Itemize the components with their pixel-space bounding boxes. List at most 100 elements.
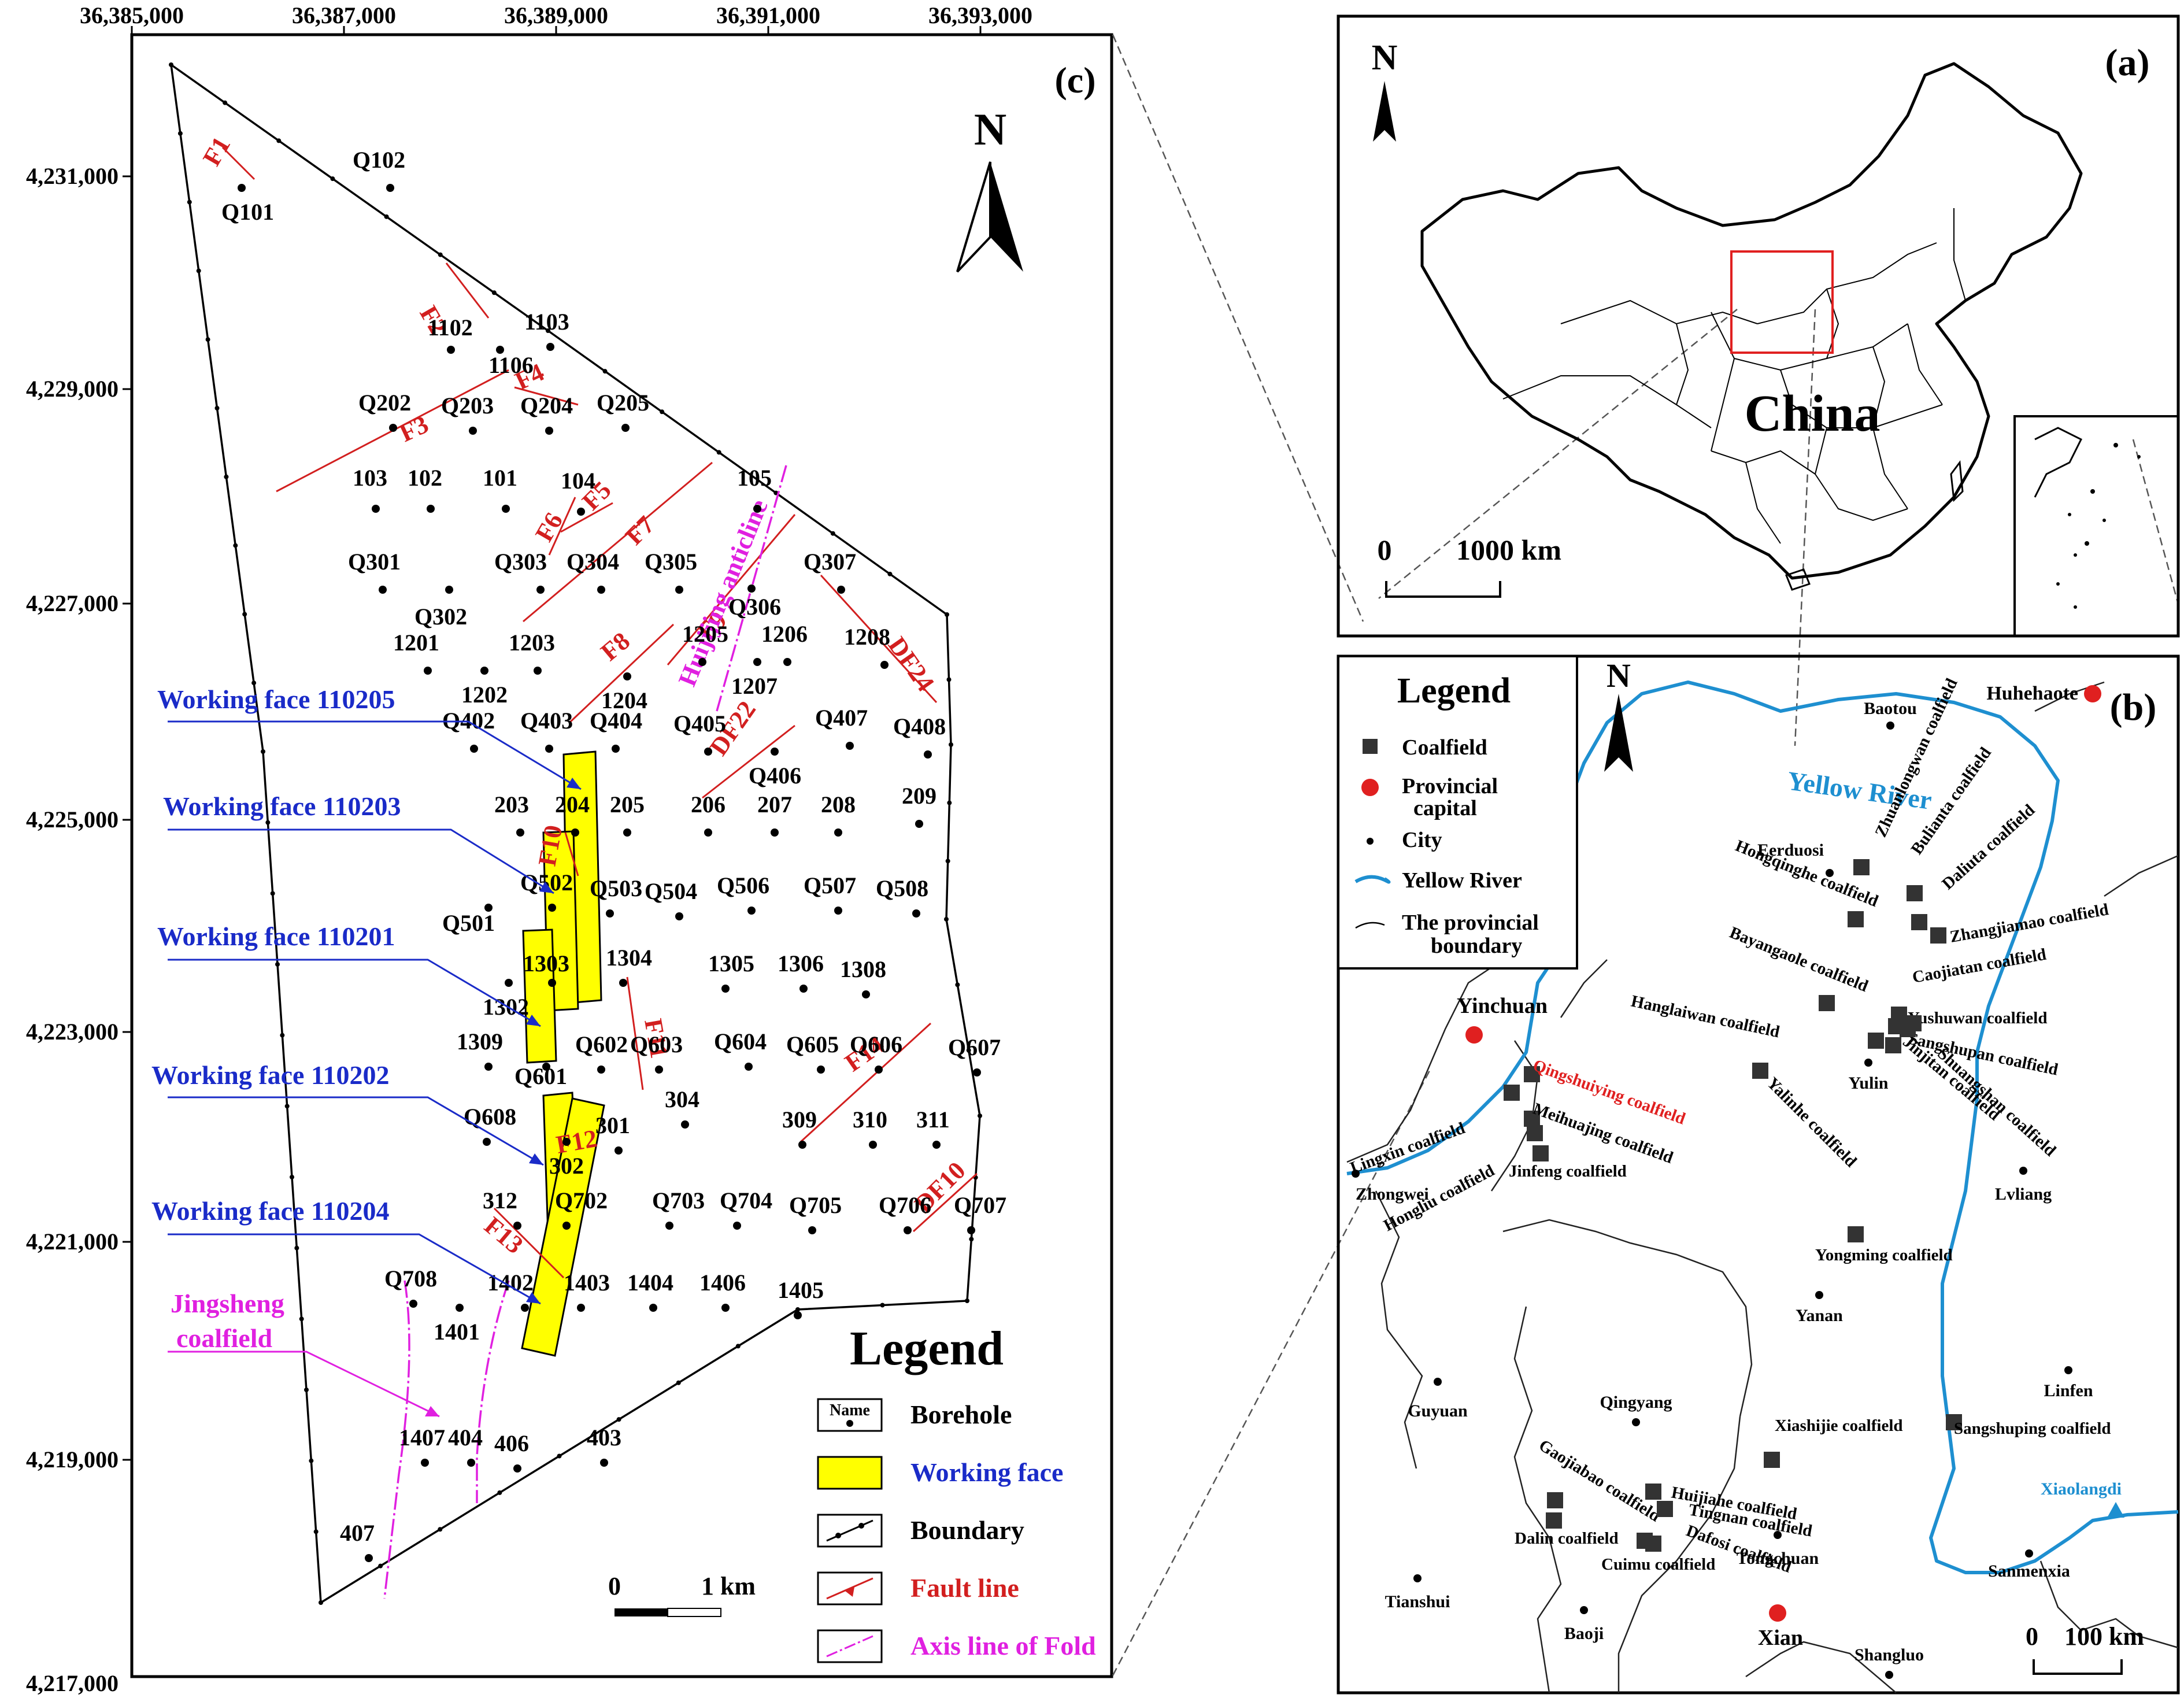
borehole-label: Q508	[876, 875, 928, 901]
boundary-vertex	[969, 1237, 974, 1242]
boundary-vertex	[319, 1600, 323, 1605]
coalfield-marker	[1527, 1125, 1543, 1141]
x-tick-label: 36,385,000	[80, 2, 184, 28]
borehole-label: 1406	[699, 1270, 746, 1296]
panel-a-north-label: N	[1372, 38, 1398, 77]
borehole-point	[799, 985, 808, 993]
borehole-label: Q603	[630, 1031, 683, 1057]
boundary-vertex	[945, 612, 949, 617]
boundary-vertex	[223, 100, 228, 105]
borehole-label: 406	[494, 1430, 529, 1456]
legend-provincial: Provincial	[1402, 774, 1498, 798]
borehole-label: 1204	[601, 687, 647, 713]
y-tick-label: 4,217,000	[26, 1670, 119, 1696]
fault-f10: F10	[533, 823, 568, 868]
fault-f13: F13	[479, 1211, 529, 1259]
borehole-point	[372, 505, 380, 513]
borehole-point	[621, 424, 630, 432]
borehole-label: Q204	[520, 393, 573, 419]
borehole-point	[545, 745, 553, 753]
borehole-point	[771, 828, 779, 837]
label-working-face-110204: Working face 110204	[151, 1196, 389, 1226]
xiaolangdi-label: Xiaolangdi	[2041, 1479, 2122, 1499]
borehole-point	[612, 745, 620, 753]
coalfield-label: Bayangaole coalfield	[1727, 923, 1871, 996]
panel-b-scale-zero: 0	[2026, 1622, 2038, 1651]
borehole-point	[521, 1304, 529, 1312]
fault-f11: F11	[639, 1016, 673, 1060]
borehole-label: Q403	[520, 708, 573, 734]
borehole-point	[484, 1063, 493, 1071]
borehole-point	[513, 1464, 521, 1473]
borehole-label: Q202	[358, 390, 411, 416]
borehole-label: Q705	[789, 1192, 842, 1218]
city-point	[1886, 722, 1894, 730]
fault-f1: F1	[197, 132, 236, 171]
y-tick-label: 4,227,000	[26, 590, 119, 616]
borehole-point	[496, 346, 504, 354]
borehole-label: 1208	[844, 624, 890, 650]
scale-km: 1 km	[701, 1572, 756, 1600]
legend-river-symbol	[1354, 875, 1391, 884]
borehole-label: Q507	[804, 872, 856, 898]
borehole-point	[869, 1141, 877, 1149]
legend-fold: Axis line of Fold	[910, 1631, 1096, 1660]
borehole-label: Q608	[464, 1104, 516, 1130]
jingsheng-arrow	[168, 1351, 440, 1418]
panel-b-legend: Legend Coalfield Provincial capital City…	[1337, 655, 1578, 970]
boundary-vertex	[187, 199, 192, 205]
borehole-point	[502, 505, 510, 513]
boundary-vertex	[290, 1175, 294, 1179]
coalfield-marker	[1532, 1145, 1549, 1161]
legend-fault: Fault line	[910, 1573, 1019, 1603]
city-label: Linfen	[2044, 1381, 2093, 1400]
borehole-point	[798, 1141, 806, 1149]
coalfield-label: Daliuta coalfield	[1938, 801, 2038, 893]
panel-a-title: (a)	[2105, 42, 2150, 84]
legend-fault-symbol	[817, 1571, 883, 1605]
borehole-point	[238, 184, 246, 192]
panel-b-frame	[1337, 654, 2180, 1695]
coalfield-label: Yalinhe coalfield	[1763, 1074, 1860, 1171]
borehole-point	[469, 427, 477, 435]
city-label: Qingyang	[1600, 1393, 1672, 1412]
coalfield-marker	[1524, 1066, 1540, 1082]
borehole-label: Q501	[442, 910, 495, 936]
borehole-point	[747, 907, 756, 915]
city-point	[1580, 1606, 1588, 1614]
borehole-label: Q607	[948, 1034, 1001, 1060]
coalfield-marker	[1645, 1484, 1661, 1500]
borehole-label: Q408	[893, 713, 946, 739]
borehole-label: 1206	[761, 621, 808, 647]
borehole-point	[880, 661, 889, 669]
borehole-label: Q101	[221, 199, 274, 225]
borehole-label: 1401	[434, 1319, 480, 1345]
borehole-point	[623, 828, 631, 837]
borehole-label: Q406	[749, 763, 801, 789]
boundary-vertex	[280, 1033, 285, 1038]
inset-coastline	[2034, 427, 2083, 498]
borehole-point	[771, 748, 779, 756]
boundary-vertex	[275, 962, 280, 967]
boundary-vertex	[557, 1453, 562, 1459]
coalfield-marker	[1764, 1452, 1780, 1468]
capital-xian: Xian	[1758, 1626, 1803, 1650]
borehole-label: 1403	[564, 1270, 610, 1296]
panel-a-china: (a) N China	[1337, 14, 2180, 638]
borehole-point	[721, 1304, 730, 1312]
borehole-label: 311	[916, 1107, 950, 1133]
city-point	[1632, 1418, 1640, 1426]
boundary-vertex	[716, 450, 721, 455]
borehole-point	[409, 1300, 417, 1308]
borehole-point	[912, 909, 920, 918]
borehole-label: Q506	[717, 872, 769, 898]
xiaolangdi-reservoir-icon	[2107, 1502, 2124, 1518]
boundary-vertex	[978, 1113, 982, 1118]
borehole-point	[386, 184, 394, 192]
boundary-vertex	[378, 1563, 383, 1568]
coalfield-marker	[1868, 1033, 1884, 1049]
borehole-label: 404	[448, 1425, 483, 1451]
borehole-point	[562, 1222, 571, 1230]
boundary-vertex	[169, 62, 173, 67]
borehole-label: 101	[483, 465, 517, 491]
